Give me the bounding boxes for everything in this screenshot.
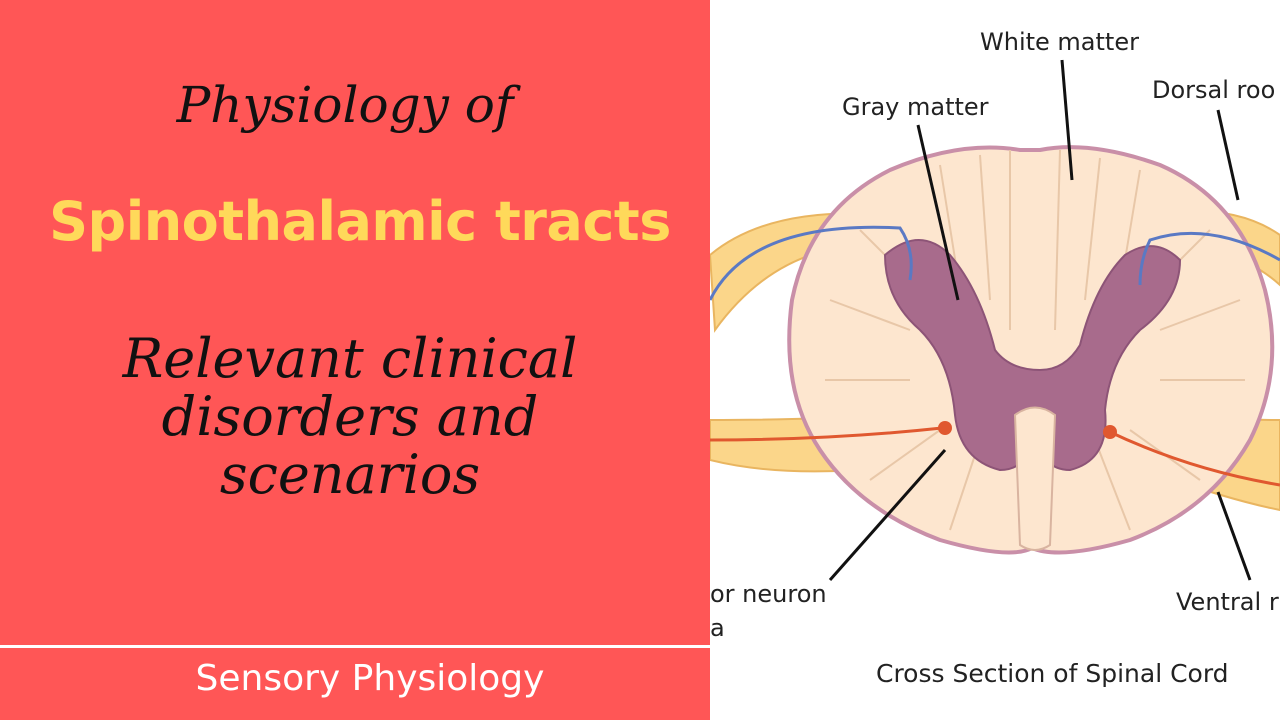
diagram-caption: Cross Section of Spinal Cord bbox=[876, 659, 1229, 688]
label-motor-neuron-1: or neuron bbox=[710, 580, 827, 608]
label-dorsal-root: Dorsal roo bbox=[1152, 76, 1275, 104]
label-ventral-root: Ventral r bbox=[1176, 588, 1279, 616]
spinal-cord-figure: White matter Gray matter Dorsal roo or n… bbox=[710, 28, 1280, 688]
title-line-1: Physiology of bbox=[176, 76, 514, 134]
title-panel: Physiology of Spinothalamic tracts Relev… bbox=[0, 0, 710, 720]
title-line-2: Spinothalamic tracts bbox=[49, 190, 671, 253]
subtitle: Relevant clinical disorders and scenario… bbox=[0, 330, 700, 504]
sensory-fiber-right bbox=[1138, 231, 1280, 286]
motor-fiber-right bbox=[1109, 430, 1280, 487]
anterior-fissure bbox=[1013, 406, 1057, 551]
spinal-cord-diagram: White matter Gray matter Dorsal roo or n… bbox=[710, 0, 1280, 720]
motor-neuron-body-right bbox=[1103, 425, 1117, 439]
motor-neuron-body-left bbox=[938, 421, 952, 435]
leader-lines bbox=[828, 59, 1252, 581]
label-gray-matter: Gray matter bbox=[842, 93, 989, 121]
subtitle-line-1: Relevant clinical bbox=[122, 327, 578, 390]
motor-fiber-left bbox=[710, 426, 943, 442]
sensory-fiber-left bbox=[710, 225, 913, 301]
label-white-matter: White matter bbox=[980, 28, 1139, 56]
subtitle-line-3: scenarios bbox=[219, 443, 481, 506]
label-motor-neuron-2: a bbox=[710, 614, 725, 642]
subtitle-line-2: disorders and bbox=[161, 385, 539, 448]
white-matter-fibers bbox=[825, 149, 1245, 531]
footer-label: Sensory Physiology bbox=[195, 658, 545, 699]
footer-divider bbox=[0, 645, 710, 648]
